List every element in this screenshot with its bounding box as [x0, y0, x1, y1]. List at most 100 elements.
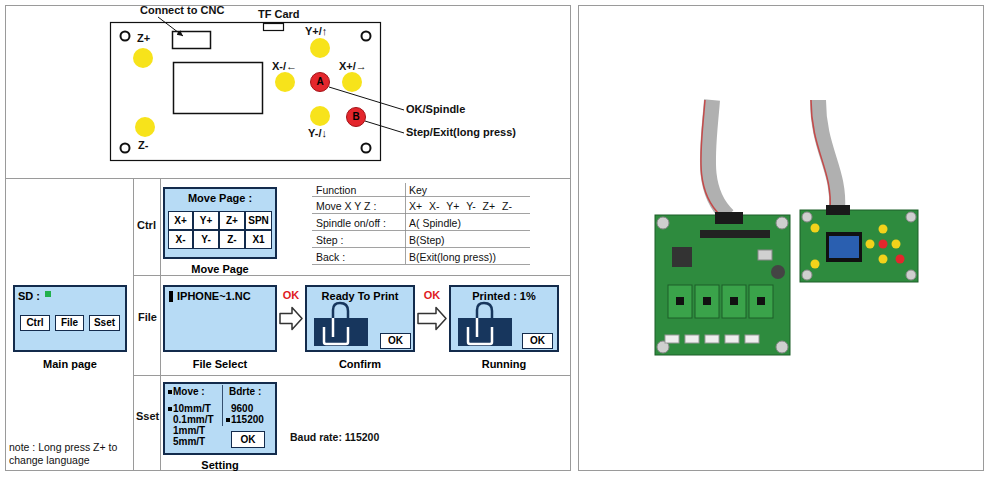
screen-text: Ready To Print: [307, 290, 413, 303]
yellow-key: [133, 48, 153, 68]
menu-button: Sset: [89, 315, 120, 331]
screen-text: Move Page :: [165, 192, 275, 205]
confirm-key-label: OK: [424, 289, 441, 302]
photo-lcd-glass: [829, 236, 859, 258]
photo-key: [811, 224, 820, 233]
callout-text: Step/Exit(long press): [406, 126, 516, 139]
key-label: X+: [174, 215, 187, 227]
lcd-screen: SD :Main pageCtrlFileSset: [13, 285, 127, 352]
photo-key: [866, 240, 875, 249]
key-label: X1: [252, 234, 264, 246]
table-cell: Step :: [316, 234, 343, 247]
key-name: Z-: [138, 139, 148, 152]
table-cell: Spindle on/off :: [316, 217, 386, 230]
yellow-key: [135, 117, 155, 137]
part-label: TF Card: [258, 8, 300, 21]
screen-caption: Main page: [15, 358, 125, 371]
callout-text: OK/Spindle: [406, 103, 465, 116]
key-label: File: [61, 317, 78, 329]
photo-key: [896, 255, 905, 264]
grid-line: [133, 275, 571, 276]
photo-key: [892, 240, 901, 249]
setting-note: Baud rate: 115200: [290, 431, 379, 444]
leader-arrow: [158, 17, 183, 36]
table-cell: Move X Y Z :: [316, 200, 376, 213]
ok-button: OK: [231, 431, 265, 448]
cable-stripe: [701, 100, 721, 216]
mount-hole: [121, 144, 130, 153]
table-header: Function: [316, 184, 356, 197]
tf-card-slot: [264, 24, 284, 31]
lcd-screen: Move Page :Move PageX+Y+Z+SPNX-Y-Z-X1: [163, 187, 277, 259]
standoff: [906, 212, 916, 222]
lcd-outline: [174, 63, 263, 114]
table-cell: Back :: [316, 251, 345, 264]
driver-chip: [703, 297, 711, 305]
note-text: note : Long press Z+ to change language: [9, 441, 131, 466]
mount-hole: [362, 144, 371, 153]
photo-key: [879, 255, 888, 264]
screen-text: Printed : 1%: [451, 290, 557, 303]
move-button: Z-: [219, 230, 245, 249]
screen-caption: Setting: [165, 459, 275, 472]
terminal: [685, 335, 699, 343]
yellow-key: [310, 106, 330, 126]
usb-port: [758, 250, 772, 260]
move-button: Y-: [193, 230, 219, 249]
key-label: X-: [176, 234, 186, 246]
photo-lcd: [826, 232, 862, 262]
key-name: Z+: [137, 32, 150, 45]
screen-text: 0.1mm/T: [173, 414, 214, 426]
standoff: [906, 270, 916, 280]
menu-button: File: [55, 315, 84, 331]
move-button: Z+: [219, 211, 245, 230]
key-label: OK: [241, 434, 256, 446]
move-button: Y+: [193, 211, 219, 230]
key-label: Z-: [227, 234, 236, 246]
driver-chip: [730, 297, 738, 305]
board-connector: [715, 212, 743, 224]
grid-line: [133, 375, 571, 376]
screen-text: 9600: [231, 403, 253, 415]
grid-line: [160, 178, 161, 471]
table-line: [312, 230, 530, 231]
key-label: OK: [530, 335, 545, 347]
capacitor: [771, 265, 785, 279]
screen-text: 115200: [231, 414, 264, 426]
board-outline: [111, 23, 381, 161]
driver-chip: [676, 297, 684, 305]
mount-hole: [362, 32, 371, 41]
flow-arrow: [418, 308, 446, 330]
row-header: Ctrl: [137, 219, 156, 232]
lcd-screen: Move :Bdrte :10mm/T0.1mm/T1mm/T5mm/T9600…: [163, 382, 277, 455]
standoff: [802, 212, 812, 222]
key-name: Y-/↓: [308, 127, 327, 140]
ok-button: OK: [522, 333, 553, 349]
standoff: [776, 341, 788, 353]
table-line: [312, 196, 530, 197]
table-line: [312, 247, 530, 248]
photo-key: [879, 225, 888, 234]
screen-text: 5mm/T: [173, 436, 205, 448]
pin-header: [700, 230, 770, 238]
screen-text: Bdrte :: [229, 386, 261, 398]
cnc-connector: [173, 32, 211, 49]
ok-button: OK: [380, 333, 411, 349]
ribbon-cable: [708, 100, 728, 216]
key-name: X+/→: [339, 60, 367, 73]
cable-stripe: [811, 100, 830, 210]
key-label: Sset: [94, 317, 115, 329]
lcd-screen: Ready To PrintConfirmOK: [305, 285, 415, 352]
key-label: OK: [388, 335, 403, 347]
lcd-screen: Printed : 1%RunningOK: [449, 285, 559, 352]
leader-line: [365, 121, 404, 133]
yellow-key: [310, 38, 330, 58]
menu-button: Ctrl: [20, 315, 50, 331]
key-label: Y+: [200, 215, 213, 227]
yellow-key: [342, 72, 362, 92]
key-label: Y-: [201, 234, 210, 246]
screen-text: 10mm/T: [173, 403, 211, 415]
